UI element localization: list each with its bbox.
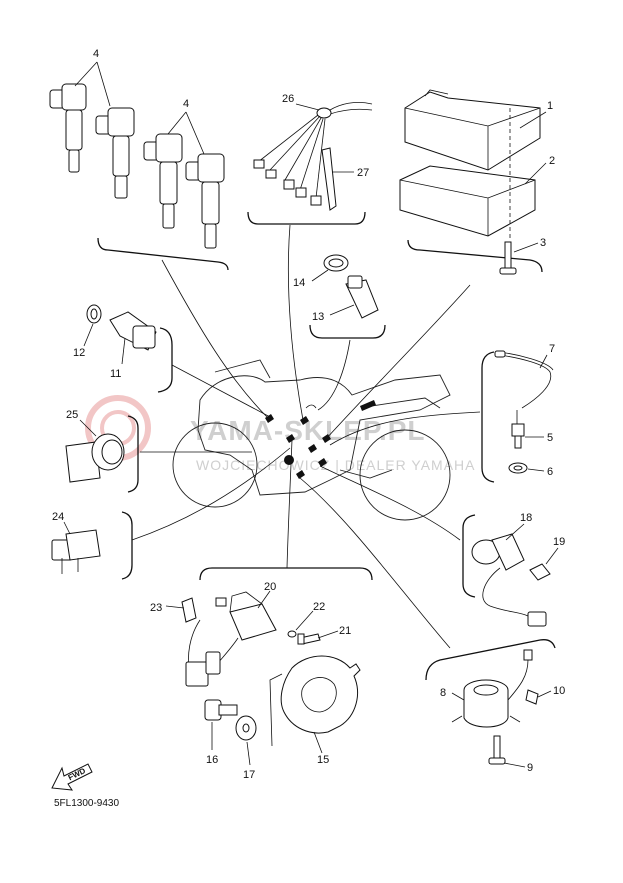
watermark-sub: WOJCIECHOWICZ | DEALER YAMAHA [196,457,475,473]
leader-lines [131,224,481,649]
callout-3: 3 [540,237,546,249]
callout-24: 24 [52,511,64,523]
ignition-coil-3 [143,133,183,229]
ignition-coils: 4 4 [49,48,225,249]
sensor-24-group: 24 [51,511,101,574]
callout-13: 13 [312,311,324,323]
callout-22: 22 [313,601,325,613]
connector-markers [265,400,376,479]
wire-harness-group: 26 27 [253,93,373,211]
callout-25: 25 [66,409,78,421]
sensor-5-group: 7 5 6 [494,343,555,478]
fwd-arrow: FWD [51,763,93,791]
callout-15: 15 [317,754,329,766]
callout-10: 10 [553,685,565,697]
sensor-25-group: 25 [65,409,125,483]
callout-6: 6 [547,466,553,478]
callout-4a: 4 [93,48,99,60]
ignition-coil-1 [49,83,87,173]
callout-19: 19 [553,536,565,548]
callout-20: 20 [264,581,276,593]
callout-11: 11 [110,368,121,380]
callout-14: 14 [293,277,305,289]
callout-21: 21 [339,625,351,637]
callout-9: 9 [527,762,533,774]
callout-5: 5 [547,432,553,444]
watermark: YAMA-SKLEP.PL WOJCIECHOWICZ | DEALER YAM… [85,395,475,473]
ecu-group: 1 2 3 [399,89,555,275]
ignition-coil-4 [185,153,225,249]
sensor-11-group: 12 11 [73,304,157,380]
callout-23: 23 [150,602,162,614]
callout-17: 17 [243,769,255,781]
callout-27: 27 [357,167,369,179]
ignition-coil-2 [95,107,135,199]
callout-4b: 4 [183,98,189,110]
callout-12: 12 [73,347,85,359]
rotor-group: 16 17 15 [204,655,361,781]
callout-16: 16 [206,754,218,766]
callout-2: 2 [549,155,555,167]
callout-7: 7 [549,343,555,355]
sensor-20-group: 20 22 21 23 [150,581,351,687]
group-brackets [97,211,556,681]
callout-18: 18 [520,512,532,524]
sensor-18-group: 18 19 [471,512,565,627]
callout-26: 26 [282,93,294,105]
motorcycle-outline [172,359,451,521]
callout-8: 8 [440,687,446,699]
diagram-code: 5FL1300-9430 [54,798,119,809]
callout-1: 1 [547,100,553,112]
relay-group: 8 10 9 [440,649,565,774]
sensor-13-group: 14 13 [293,254,379,323]
